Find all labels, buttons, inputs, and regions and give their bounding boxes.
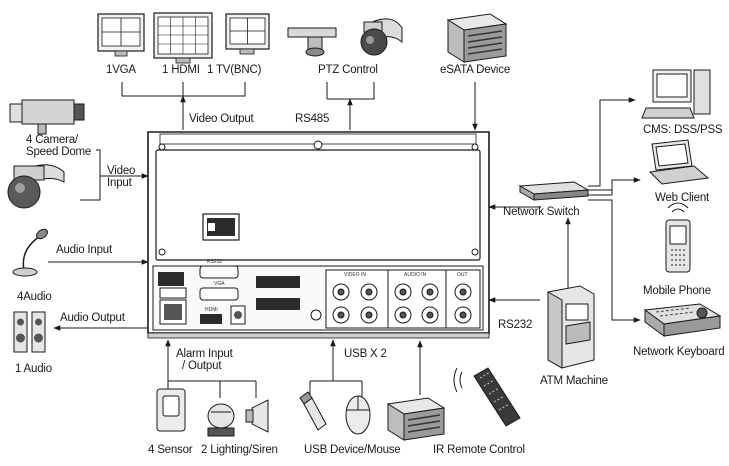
four-audio-label: 4Audio (17, 291, 52, 303)
network-switch-icon (518, 181, 590, 201)
ir-remote-icon (453, 367, 521, 427)
video-input-bracket (80, 149, 101, 201)
audio-in-port-label: AUDIO IN (404, 272, 427, 278)
network-switch-label: Network Switch (503, 206, 580, 218)
cms-pc-icon (641, 69, 711, 119)
mobile-phone-label: Mobile Phone (643, 285, 711, 297)
atm-machine-icon (547, 285, 595, 369)
switch-to-keyboard (588, 199, 641, 323)
usb-bracket (309, 380, 363, 398)
ir-remote-label: IR Remote Control (433, 444, 525, 456)
rs232-label: RS232 (498, 319, 533, 331)
ptz-control-label: PTZ Control (318, 64, 378, 76)
cms-label: CMS: DSS/PSS (643, 124, 723, 136)
connector-lines (48, 82, 641, 398)
camera-label-line1: 4 Camera/ (26, 134, 78, 146)
one-audio-label: 1 Audio (15, 363, 52, 375)
alarm-label-line2: / Output (182, 360, 222, 372)
alarm-bracket (167, 380, 257, 398)
audio-input-label: Audio Input (56, 244, 112, 256)
switch-to-cms (588, 97, 636, 187)
video-input-label-line1: Video (107, 165, 136, 177)
network-keyboard-label: Network Keyboard (633, 346, 725, 358)
hdmi-port-label: HDMI (205, 307, 218, 313)
vga-port-label: VGA (214, 281, 225, 287)
rs232-port-label: RS232 (207, 259, 223, 265)
esata-device-icon (446, 13, 508, 63)
video-in-port-label: VIDEO IN (344, 272, 366, 278)
usb-x2-label: USB X 2 (344, 348, 387, 360)
ptz-bracket (326, 82, 375, 100)
network-keyboard-icon (643, 303, 722, 337)
video-output-label: Video Output (189, 113, 254, 125)
web-client-laptop-icon (648, 139, 710, 185)
switch-to-web (588, 177, 641, 191)
audio-output-label: Audio Output (60, 312, 125, 324)
usb-stick-icon (299, 391, 327, 431)
camera-label-line2: Speed Dome (26, 146, 92, 158)
ptz-dome-camera-icon (360, 18, 403, 56)
lighting-icon (207, 403, 235, 437)
speed-dome-camera-icon (7, 164, 65, 209)
rs485-label: RS485 (295, 113, 330, 125)
video-input-label-line2: Input (107, 177, 132, 189)
vga-label: 1VGA (106, 64, 136, 76)
out-port-label: OUT (457, 272, 468, 278)
sensor-icon (156, 388, 186, 432)
video-output-bracket (121, 82, 246, 97)
tv-label: 1 TV(BNC) (207, 64, 262, 76)
bnc-connectors (310, 283, 472, 324)
hdmi-monitor-icon (153, 12, 213, 64)
esata-label: eSATA Device (440, 64, 511, 76)
sensor-label: 4 Sensor (148, 444, 193, 456)
atm-machine-label: ATM Machine (540, 375, 608, 387)
usb-device-label: USB Device/Mouse (304, 444, 401, 456)
siren-icon (245, 399, 269, 433)
tv-monitor-icon (225, 13, 270, 55)
box-camera-icon (9, 99, 85, 135)
microphone-icon (12, 228, 48, 277)
vga-monitor-icon (97, 13, 145, 57)
mobile-phone-icon (665, 202, 691, 273)
web-client-label: Web Client (655, 192, 710, 204)
lighting-label: 2 Lighting/Siren (201, 444, 278, 456)
speakers-icon (13, 311, 46, 353)
ir-receiver-box-icon (386, 397, 446, 441)
hdmi-label: 1 HDMI (162, 64, 200, 76)
mouse-icon (345, 395, 371, 435)
alarm-label-line1: Alarm Input (176, 348, 233, 360)
ptz-mount-icon (287, 27, 337, 57)
